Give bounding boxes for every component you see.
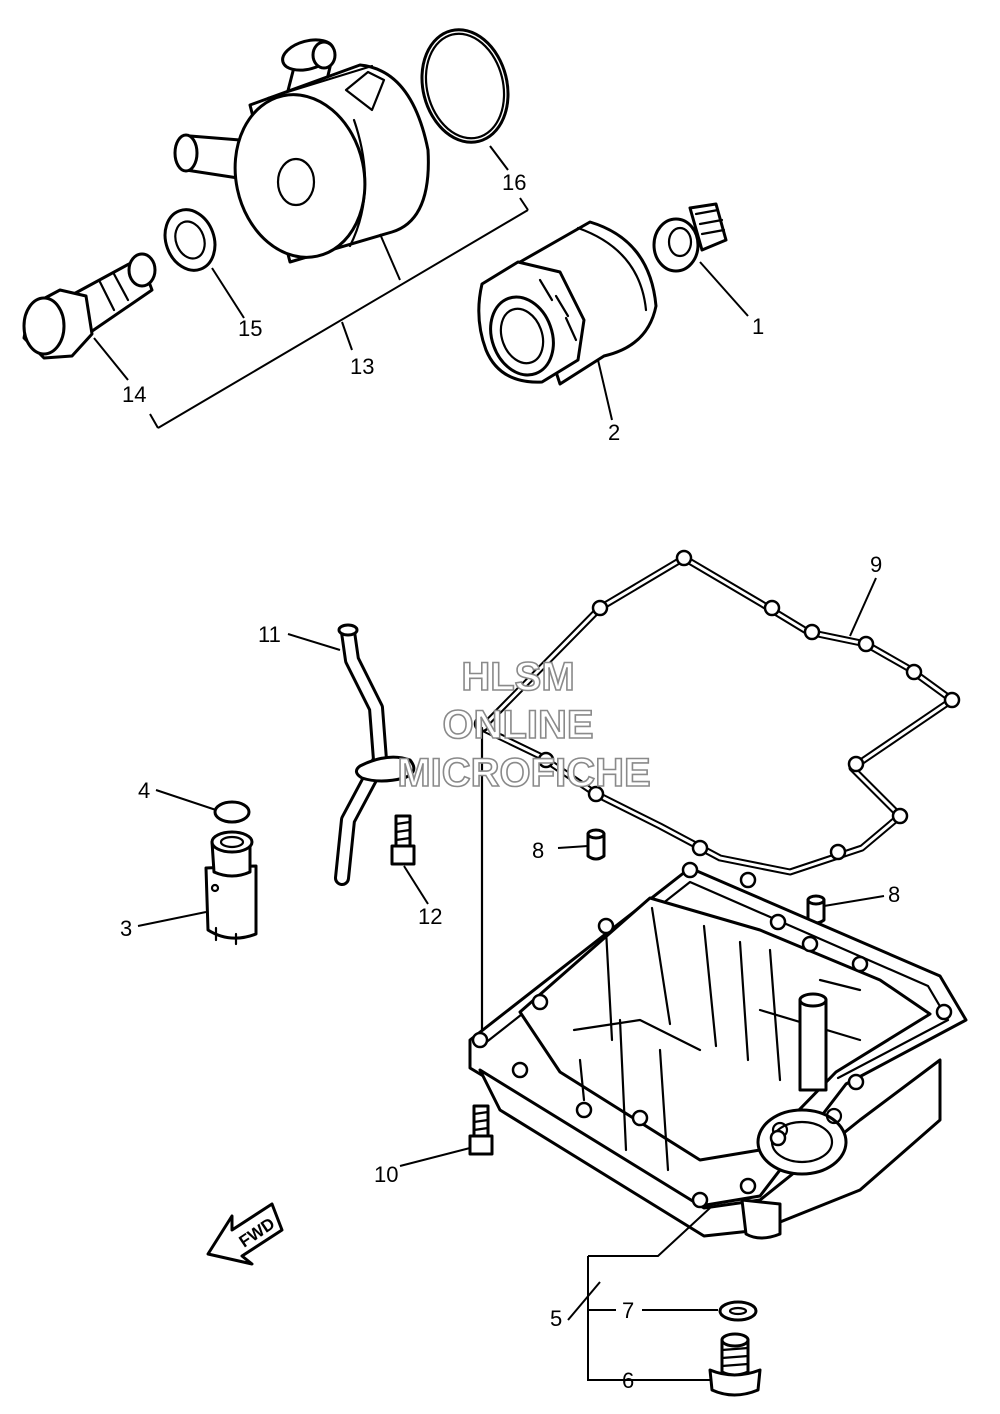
callout-13: 13 [350, 354, 374, 379]
callout-1: 1 [752, 314, 764, 339]
bolt-hole [851, 955, 869, 973]
o-ring-4 [213, 800, 251, 824]
callout-16: 16 [502, 170, 526, 195]
bolt-hole [531, 993, 549, 1011]
watermark-line-1: HLSM [461, 655, 574, 699]
bolt-hole [691, 839, 709, 857]
callout-10: 10 [374, 1162, 398, 1187]
callout-3: 3 [120, 916, 132, 941]
bolt-12 [390, 814, 416, 866]
bolt-hole [739, 1177, 757, 1195]
watermark: HLSM ONLINE MICROFICHE [397, 654, 652, 796]
callout-15: 15 [238, 316, 262, 341]
bolt-hole [681, 861, 699, 879]
bolt-10 [468, 1104, 494, 1156]
callout-4: 4 [138, 778, 150, 803]
callout-5: 5 [550, 1306, 562, 1331]
bolt-hole [943, 691, 961, 709]
callout-8b: 8 [888, 882, 900, 907]
bolt-hole [587, 785, 605, 803]
bolt-hole [575, 1101, 593, 1119]
gasket-9 [473, 549, 961, 889]
bolt-hole [631, 1109, 649, 1127]
pipe-11 [334, 623, 416, 886]
bolt-hole [829, 843, 847, 861]
bolt-hole [675, 549, 693, 567]
callout-9: 9 [870, 552, 882, 577]
bolt-hole [857, 635, 875, 653]
bolt-hole [691, 1191, 709, 1209]
callout-6: 6 [622, 1368, 634, 1393]
bolt-hole [471, 1031, 489, 1049]
bolt-hole [891, 807, 909, 825]
drain-bolt-6 [708, 1332, 762, 1397]
bolt-hole [905, 663, 923, 681]
bolt-hole [847, 755, 865, 773]
oil-filter-2 [477, 220, 658, 386]
bolt-hole [769, 913, 787, 931]
bolt-hole [847, 1073, 865, 1091]
fitting-1 [652, 202, 728, 273]
callout-12: 12 [418, 904, 442, 929]
callout-7: 7 [622, 1298, 634, 1323]
bolt-hole [591, 599, 609, 617]
bolt-hole [769, 1129, 787, 1147]
bolt-hole [739, 871, 757, 889]
callout-2: 2 [608, 420, 620, 445]
bolt-hole [763, 599, 781, 617]
bolt-hole [935, 1003, 953, 1021]
o-ring-16 [420, 28, 510, 144]
fwd-direction-arrow: FWD [206, 1202, 284, 1266]
callout-8a: 8 [532, 838, 544, 863]
washer-15 [163, 208, 217, 272]
dowel-pin-8a [586, 828, 606, 861]
watermark-line-2: ONLINE [442, 703, 593, 747]
union-bolt-14 [22, 252, 157, 360]
callout-14: 14 [122, 382, 146, 407]
bolt-hole [511, 1061, 529, 1079]
bolt-hole [801, 935, 819, 953]
callout-11: 11 [258, 622, 281, 647]
gasket-washer-7 [718, 1300, 758, 1322]
relief-valve-3 [204, 830, 258, 946]
bolt-hole [597, 917, 615, 935]
bolt-hole [537, 751, 555, 769]
oil-cooler [173, 38, 430, 264]
oil-pan-5 [468, 861, 968, 1240]
watermark-line-3: MICROFICHE [397, 751, 650, 795]
leader-lines [93, 145, 885, 1381]
bolt-hole [803, 623, 821, 641]
